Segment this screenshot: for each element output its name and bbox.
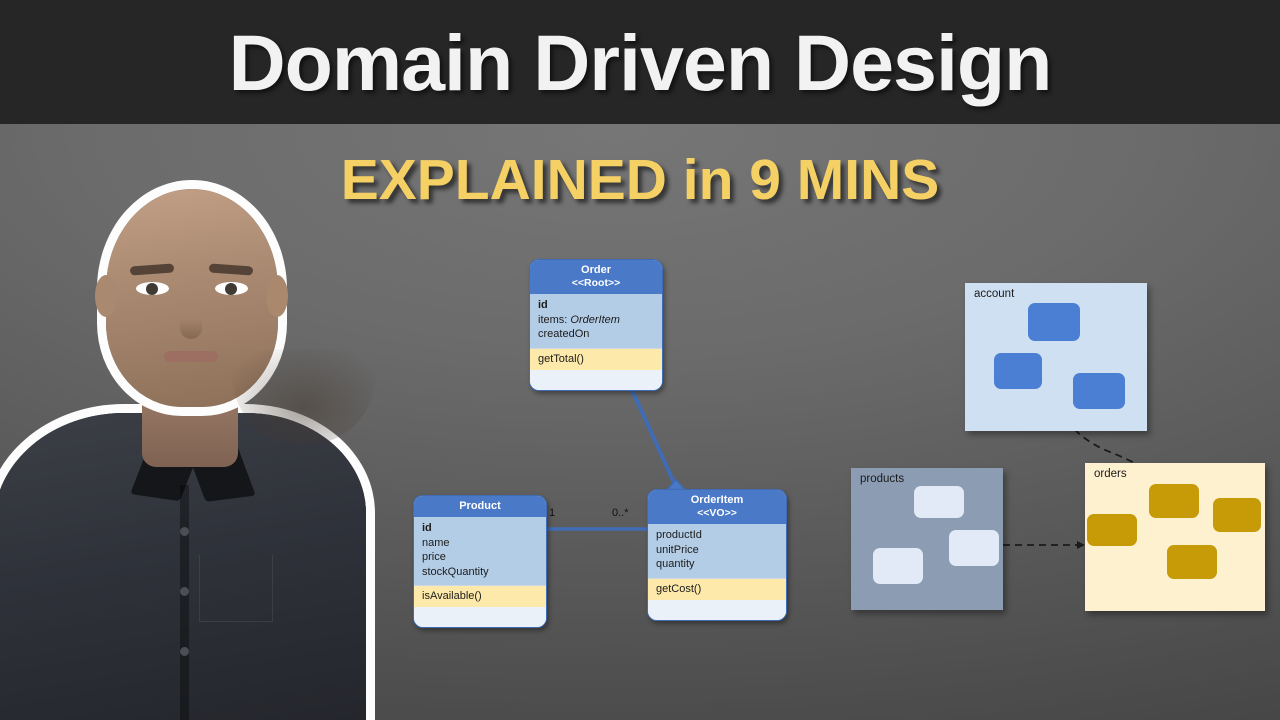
uml-attribute: unitPrice [656, 543, 699, 556]
presenter-pupil-right [225, 283, 237, 295]
uml-attributes: id items: OrderItem createdOn [530, 294, 662, 348]
uml-attribute: quantity [656, 558, 695, 570]
presenter-shirt-placket [180, 485, 189, 720]
uml-class-name: OrderItem [690, 494, 744, 506]
uml-operation: getCost() [648, 577, 786, 600]
context-panel-orders[interactable]: orders [1085, 463, 1265, 611]
presenter-button [180, 587, 189, 596]
context-node [1149, 484, 1199, 518]
context-node [1028, 303, 1080, 341]
presenter-portrait [0, 155, 384, 720]
uml-class-name: Product [459, 500, 501, 512]
uml-attributes: productId unitPrice quantity [648, 524, 786, 578]
uml-attribute: items: OrderItem [538, 313, 620, 326]
context-node [1087, 514, 1137, 546]
uml-attributes: id name price stockQuantity [414, 517, 546, 585]
uml-class-header: Product [414, 496, 546, 517]
context-node [994, 353, 1042, 389]
uml-class-orderitem[interactable]: OrderItem <<VO>> productId unitPrice qua… [647, 489, 787, 621]
presenter-pupil-left [146, 283, 158, 295]
context-node [1213, 498, 1261, 532]
context-node [1167, 545, 1217, 579]
uml-class-footer [530, 369, 662, 390]
uml-class-header: Order <<Root>> [530, 260, 662, 294]
subtitle: EXPLAINED in 9 MINS [340, 148, 940, 212]
uml-class-stereotype: <<Root>> [571, 277, 621, 289]
presenter-button [180, 647, 189, 656]
uml-class-name: Order [581, 264, 611, 276]
context-panel-products[interactable]: products [851, 468, 1003, 610]
uml-operation: getTotal() [530, 347, 662, 370]
uml-attribute: name [422, 536, 450, 549]
context-panel-label: account [974, 288, 1015, 300]
uml-class-order[interactable]: Order <<Root>> id items: OrderItem creat… [529, 259, 663, 391]
multiplicity-target: 0..* [612, 507, 629, 519]
uml-attribute: id [538, 299, 548, 311]
presenter-nose [180, 295, 202, 339]
uml-class-footer [648, 599, 786, 620]
uml-attribute: createdOn [538, 328, 590, 340]
uml-class-stereotype: <<VO>> [697, 507, 737, 519]
presenter-mouth [164, 351, 218, 362]
multiplicity-source: 1 [549, 507, 556, 519]
presenter-shirt-pocket [199, 555, 273, 622]
presenter-ear-left [95, 275, 117, 317]
uml-attribute: stockQuantity [422, 565, 489, 578]
context-node [873, 548, 923, 584]
uml-class-footer [414, 607, 546, 627]
context-panel-label: products [860, 473, 905, 485]
uml-attribute: productId [656, 529, 702, 541]
uml-attribute: price [422, 551, 446, 563]
context-node [914, 486, 964, 518]
uml-class-product[interactable]: Product id name price stockQuantity isAv… [413, 495, 547, 628]
uml-attribute: id [422, 522, 432, 534]
header-bar: Domain Driven Design [0, 0, 1280, 124]
presenter-button [180, 527, 189, 536]
uml-operation: isAvailable() [414, 585, 546, 607]
context-node [949, 530, 999, 566]
uml-class-header: OrderItem <<VO>> [648, 490, 786, 524]
page-title: Domain Driven Design [228, 17, 1053, 107]
presenter-ear-right [266, 275, 288, 317]
